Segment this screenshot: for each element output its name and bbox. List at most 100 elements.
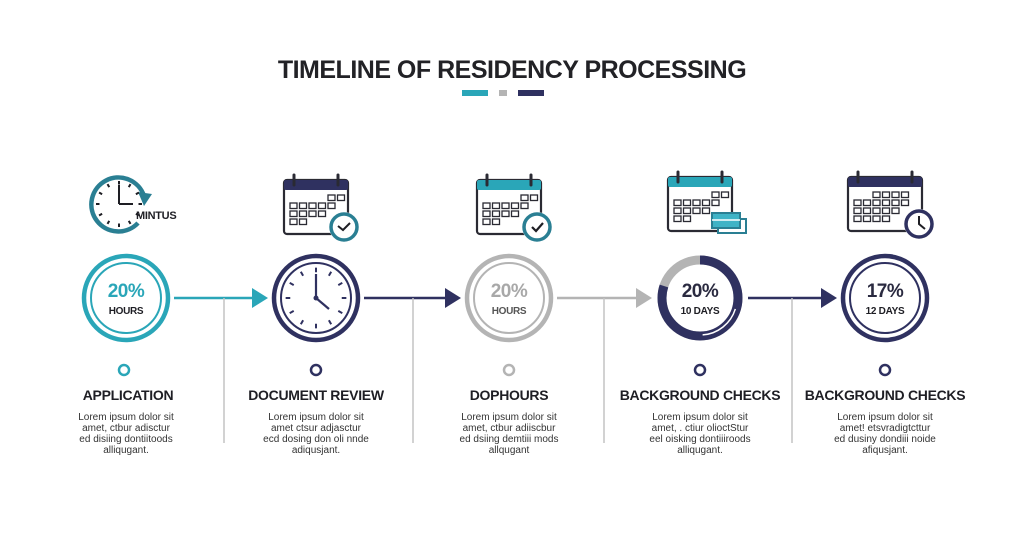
calendar-cards-icon [666,170,747,234]
progress-circle [464,253,554,343]
calendar-cell [682,199,692,207]
arrow-head-icon [445,288,461,308]
clock-center [313,295,319,301]
step-marker-dot [502,363,516,377]
description-line: Lorem ipsum dolor sit [78,412,174,423]
calendar-cell [529,194,539,202]
connector-arrow-1 [174,288,268,443]
calendar-cell [853,199,862,207]
calendar-header [477,180,541,190]
check-mark-icon [531,222,544,233]
connector-arrow-4 [748,288,837,443]
clock-tick [328,319,333,325]
icon-label: MINTUS [136,210,177,222]
circle-label: 17% 12 DAYS [840,281,930,318]
step-marker-dot [878,363,892,377]
calendar-cell [872,191,881,199]
step-title: BACKGROUND CHECKS [804,387,966,403]
clock-tick [127,220,132,225]
calendar-cell [872,199,881,207]
clock-badge-ring [329,212,359,242]
calendar-cell [701,207,711,215]
title-bar-navy [518,90,544,96]
circle-duration: HOURS [108,306,144,317]
connector-arrow-3 [557,288,652,443]
timeline-step-3 [464,173,554,377]
arrow-head-icon [821,288,837,308]
calendar-cell [692,199,701,207]
calendar-cell [289,210,298,218]
inner-ring [90,262,162,334]
calendar-cell [298,210,308,218]
calendar-cell [491,202,501,210]
calendar-cell [862,207,872,215]
connector-arrow-2 [364,288,461,443]
ring-highlight [702,308,737,336]
timeline-step-2 [271,173,361,377]
clock-badge-ring [522,212,552,242]
calendar-cell [491,210,501,218]
calendar-cell [711,199,720,207]
calendar-clock-icon [846,170,934,239]
calendar-cell [853,215,862,223]
circle-label: 20%10 DAYS [655,281,745,318]
clock-hands [918,216,926,230]
calendar-header [848,177,922,187]
circle-label: 20%HOURS [464,281,554,318]
refresh-arc [89,175,147,234]
clock-tick [135,212,140,217]
clock-tick [289,281,295,286]
description-line: alliqugant. [103,445,149,456]
calendar-cell [510,202,520,210]
circle-duration: 12 DAYS [865,306,905,317]
step-marker-dot [117,363,131,377]
calendar-header [284,180,348,190]
circle-percentage: 20% [107,281,145,302]
clock-tick [337,310,343,315]
progress-circle [657,255,743,341]
calendar-cell [711,191,720,199]
calendar-cell [853,207,862,215]
calendar-cell [298,218,308,226]
clock-tick [299,319,304,325]
circle-percentage: 17% [866,281,904,302]
calendar-cell [891,207,900,215]
calendar-cell [336,194,346,202]
calendar-cell [298,202,308,210]
progress-circle [271,253,361,343]
description-line: adiqusjant. [291,445,341,456]
calendar-cell [881,191,891,199]
description-line: eel oisking dontiiiroods [649,434,751,445]
calendar-cell [872,207,881,215]
arrow-head-icon [252,288,268,308]
description-line: ed disiing dontiitoods [79,434,173,445]
page-title: TIMELINE OF RESIDENCY PROCESSING [277,56,747,84]
clock-hand [315,297,330,310]
calendar-cell [520,202,529,210]
clock-tick [328,271,333,277]
description-line: alliqugant. [677,445,723,456]
circle-percentage: 20% [490,281,528,302]
calendar-cell [501,202,510,210]
calendar-cell [327,194,336,202]
calendar-check-icon [475,173,552,242]
calendar-cell [900,191,910,199]
timeline-step-1 [81,175,171,377]
description-line: amet ctsur adjasctur [270,423,362,434]
calendar-header [668,177,732,187]
clock-tick [127,183,132,188]
calendar-cell [482,210,491,218]
calendar-cell [308,210,317,218]
clock-tick [106,220,111,225]
calendar-cell [891,191,900,199]
clock-tick [98,191,103,196]
step-title: BACKGROUND CHECKS [619,387,781,403]
circle-label: 20% HOURS [81,281,171,318]
description-line: amet, ctbur adiiscbur [462,423,556,434]
calendar-cell [720,191,730,199]
calendar-cell [308,202,317,210]
description-line: afiqusjant. [862,445,908,456]
description-line: Lorem ipsum dolor sit [652,412,748,423]
